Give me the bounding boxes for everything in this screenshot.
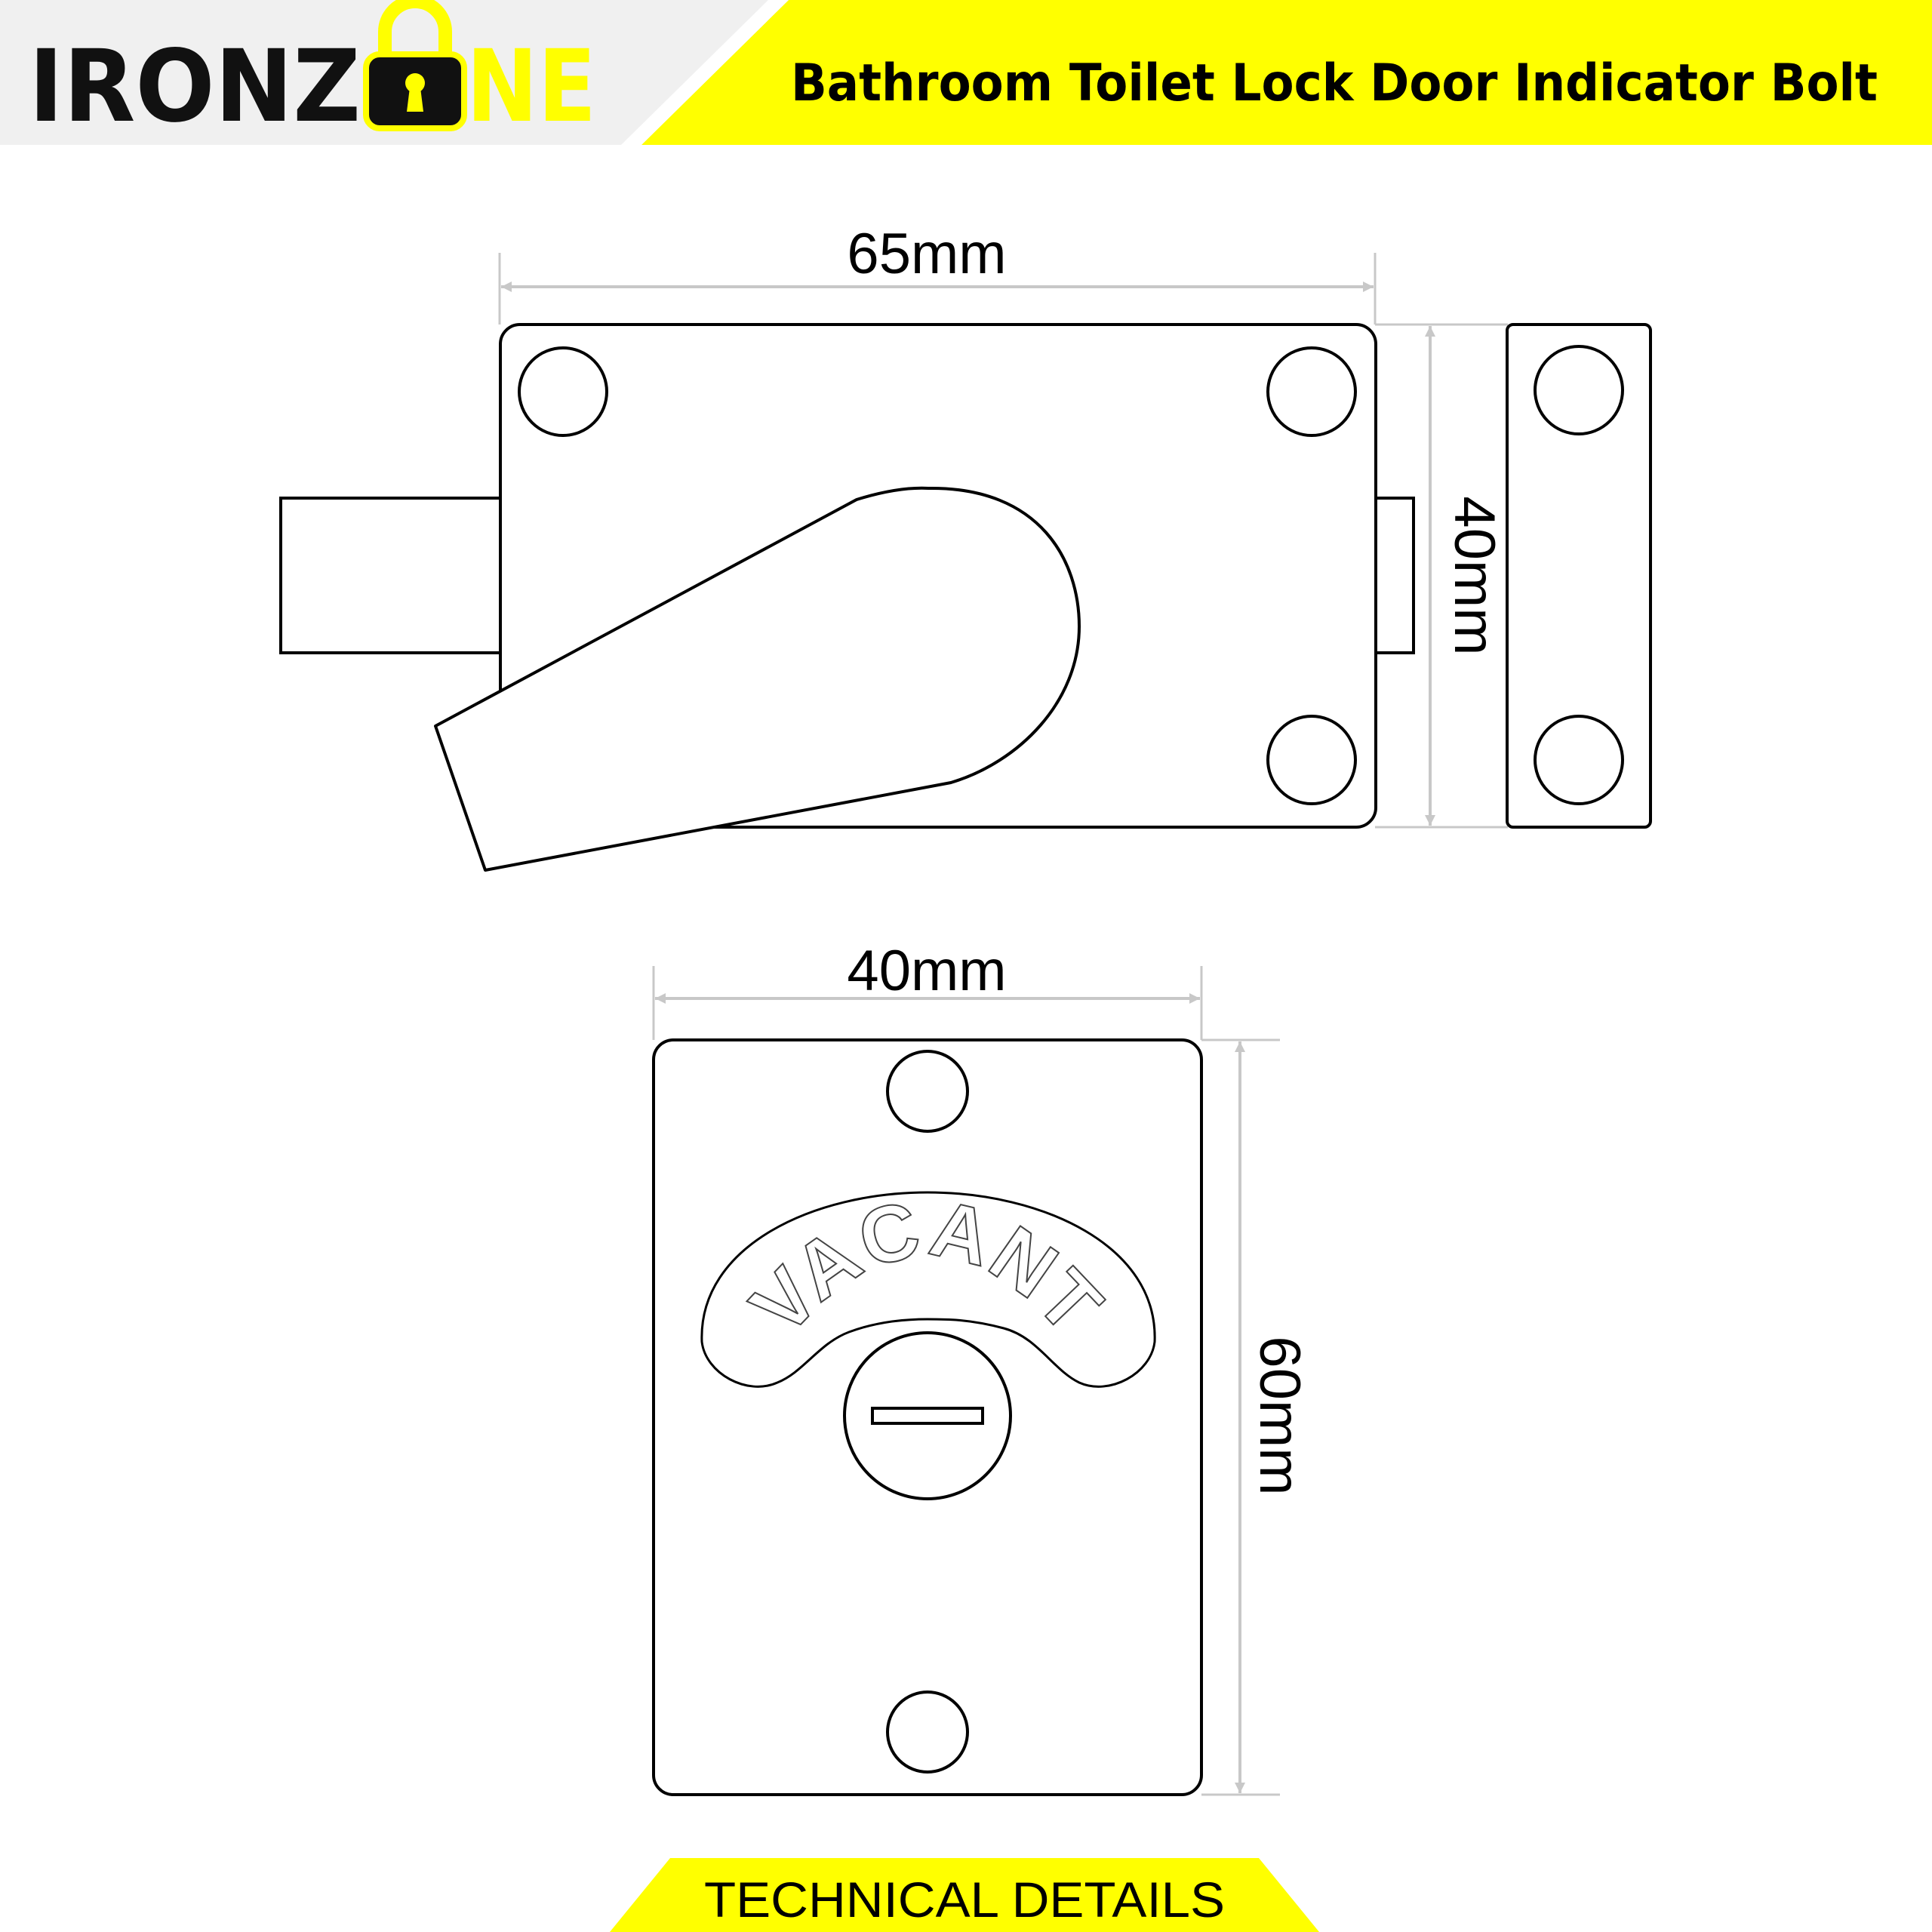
footer-label: TECHNICAL DETAILS	[704, 1872, 1225, 1927]
indicator-height-label: 60mm	[1247, 1336, 1312, 1495]
header-title: Bathroom Toilet Lock Door Indicator Bolt	[791, 54, 1878, 113]
indicator-diagram: 40mm 60mm VACANT	[652, 939, 1312, 1796]
screw-hole	[1266, 346, 1357, 437]
coin-slot	[871, 1407, 984, 1425]
keeper-plate	[1506, 323, 1652, 829]
screw-hole	[886, 1050, 969, 1133]
vacant-window	[700, 1191, 1156, 1388]
footer-yellow-band	[610, 1858, 1319, 1932]
bolt-height-dimension: 40mm	[1375, 323, 1508, 829]
brand-wordmark-accent: NE	[466, 29, 596, 145]
bolt-rod	[279, 497, 503, 654]
brand-wordmark-dark: IRONZ	[29, 29, 361, 145]
bolt-diagram: 65mm 40mm	[279, 222, 1652, 872]
bolt-height-label: 40mm	[1442, 496, 1506, 655]
indicator-height-dimension: 60mm	[1201, 1038, 1312, 1796]
indicator-width-label: 40mm	[847, 939, 1006, 1003]
bolt-width-label: 65mm	[847, 222, 1006, 286]
screw-hole	[518, 346, 608, 437]
bolt-width-dimension: 65mm	[498, 222, 1377, 325]
screw-hole	[1534, 715, 1624, 805]
header: IRONZ NE Bathroom Toilet Lock Door Indic…	[0, 0, 1932, 145]
brand-logo: IRONZ NE	[29, 0, 596, 145]
screw-hole	[1534, 345, 1624, 435]
screw-hole	[1266, 715, 1357, 805]
bolt-handle	[434, 486, 1081, 872]
bolt-stub	[1374, 497, 1415, 654]
screw-hole	[886, 1690, 969, 1774]
indicator-width-dimension: 40mm	[652, 939, 1203, 1040]
header-white-stripe	[621, 0, 789, 145]
header-yellow-band	[641, 0, 1932, 145]
footer: TECHNICAL DETAILS	[610, 1858, 1319, 1932]
padlock-keyhole-icon	[363, 0, 467, 131]
